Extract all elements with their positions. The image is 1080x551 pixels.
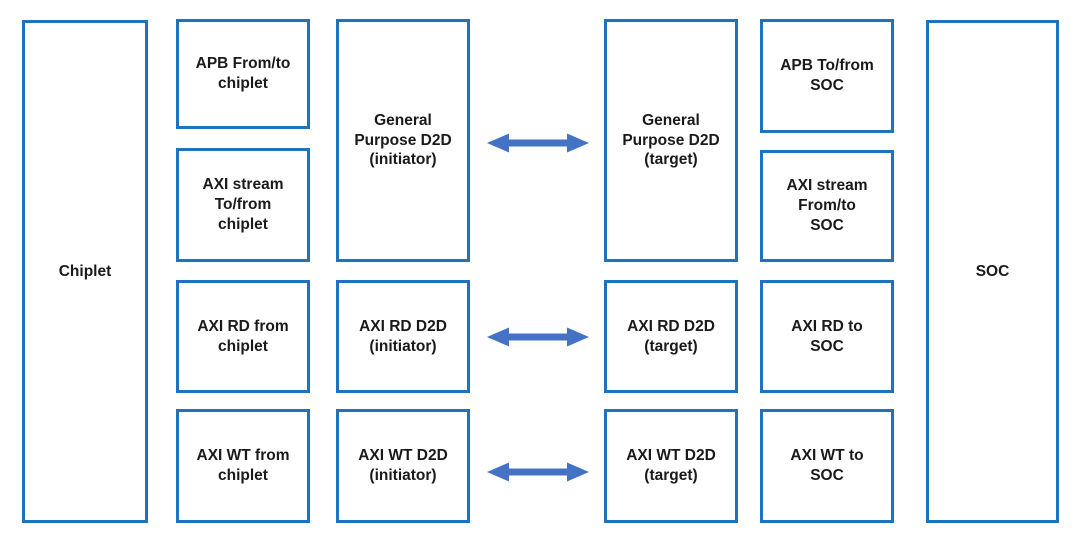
node-chiplet-label: Chiplet	[58, 262, 112, 280]
bidirectional-arrow-axi-wt-icon	[487, 462, 589, 482]
node-axi-wt-d2d-initiator: AXI WT D2D (initiator)	[336, 409, 470, 523]
node-gp-d2d-initiator-label: General Purpose D2D (initiator)	[354, 111, 452, 169]
node-axi-rd-d2d-target-label: AXI RD D2D (target)	[627, 317, 715, 355]
node-axi-rd-d2d-initiator: AXI RD D2D (initiator)	[336, 280, 470, 393]
node-soc: SOC	[926, 20, 1059, 523]
node-axi-wt-to-soc-label: AXI WT to SOC	[790, 447, 864, 484]
node-gp-d2d-initiator: General Purpose D2D (initiator)	[336, 19, 470, 262]
node-axi-rd-d2d-initiator-label: AXI RD D2D (initiator)	[359, 317, 447, 355]
node-apb-to-from-soc-label: APB To/from SOC	[780, 57, 874, 94]
node-axi-wt-d2d-target-label: AXI WT D2D (target)	[626, 447, 716, 484]
node-axi-wt-d2d-target: AXI WT D2D (target)	[604, 409, 738, 523]
node-axi-rd-to-soc: AXI RD to SOC	[760, 280, 894, 393]
node-axi-rd-from-chiplet: AXI RD from chiplet	[176, 280, 310, 393]
node-axi-wt-to-soc: AXI WT to SOC	[760, 409, 894, 523]
bidirectional-arrow-gp-d2d-icon	[487, 133, 589, 153]
node-soc-label: SOC	[975, 262, 1010, 280]
node-axi-stream-to-from-chiplet: AXI stream To/from chiplet	[176, 148, 310, 262]
node-axi-rd-from-chiplet-label: AXI RD from chiplet	[197, 317, 289, 355]
node-axi-rd-to-soc-label: AXI RD to SOC	[791, 317, 863, 355]
bidirectional-arrow-axi-rd-icon	[487, 327, 589, 347]
node-apb-to-from-soc: APB To/from SOC	[760, 19, 894, 133]
node-apb-from-to-chiplet: APB From/to chiplet	[176, 19, 310, 129]
node-axi-wt-from-chiplet-label: AXI WT from chiplet	[196, 447, 290, 484]
node-axi-wt-d2d-initiator-label: AXI WT D2D (initiator)	[358, 447, 448, 484]
node-axi-stream-to-from-chiplet-label: AXI stream To/from chiplet	[202, 176, 284, 233]
node-apb-from-to-chiplet-label: APB From/to chiplet	[195, 55, 291, 92]
node-chiplet: Chiplet	[22, 20, 148, 523]
node-axi-stream-from-to-soc-label: AXI stream From/to SOC	[786, 177, 868, 234]
node-gp-d2d-target-label: General Purpose D2D (target)	[622, 111, 720, 169]
node-axi-stream-from-to-soc: AXI stream From/to SOC	[760, 150, 894, 262]
node-axi-wt-from-chiplet: AXI WT from chiplet	[176, 409, 310, 523]
node-axi-rd-d2d-target: AXI RD D2D (target)	[604, 280, 738, 393]
node-gp-d2d-target: General Purpose D2D (target)	[604, 19, 738, 262]
